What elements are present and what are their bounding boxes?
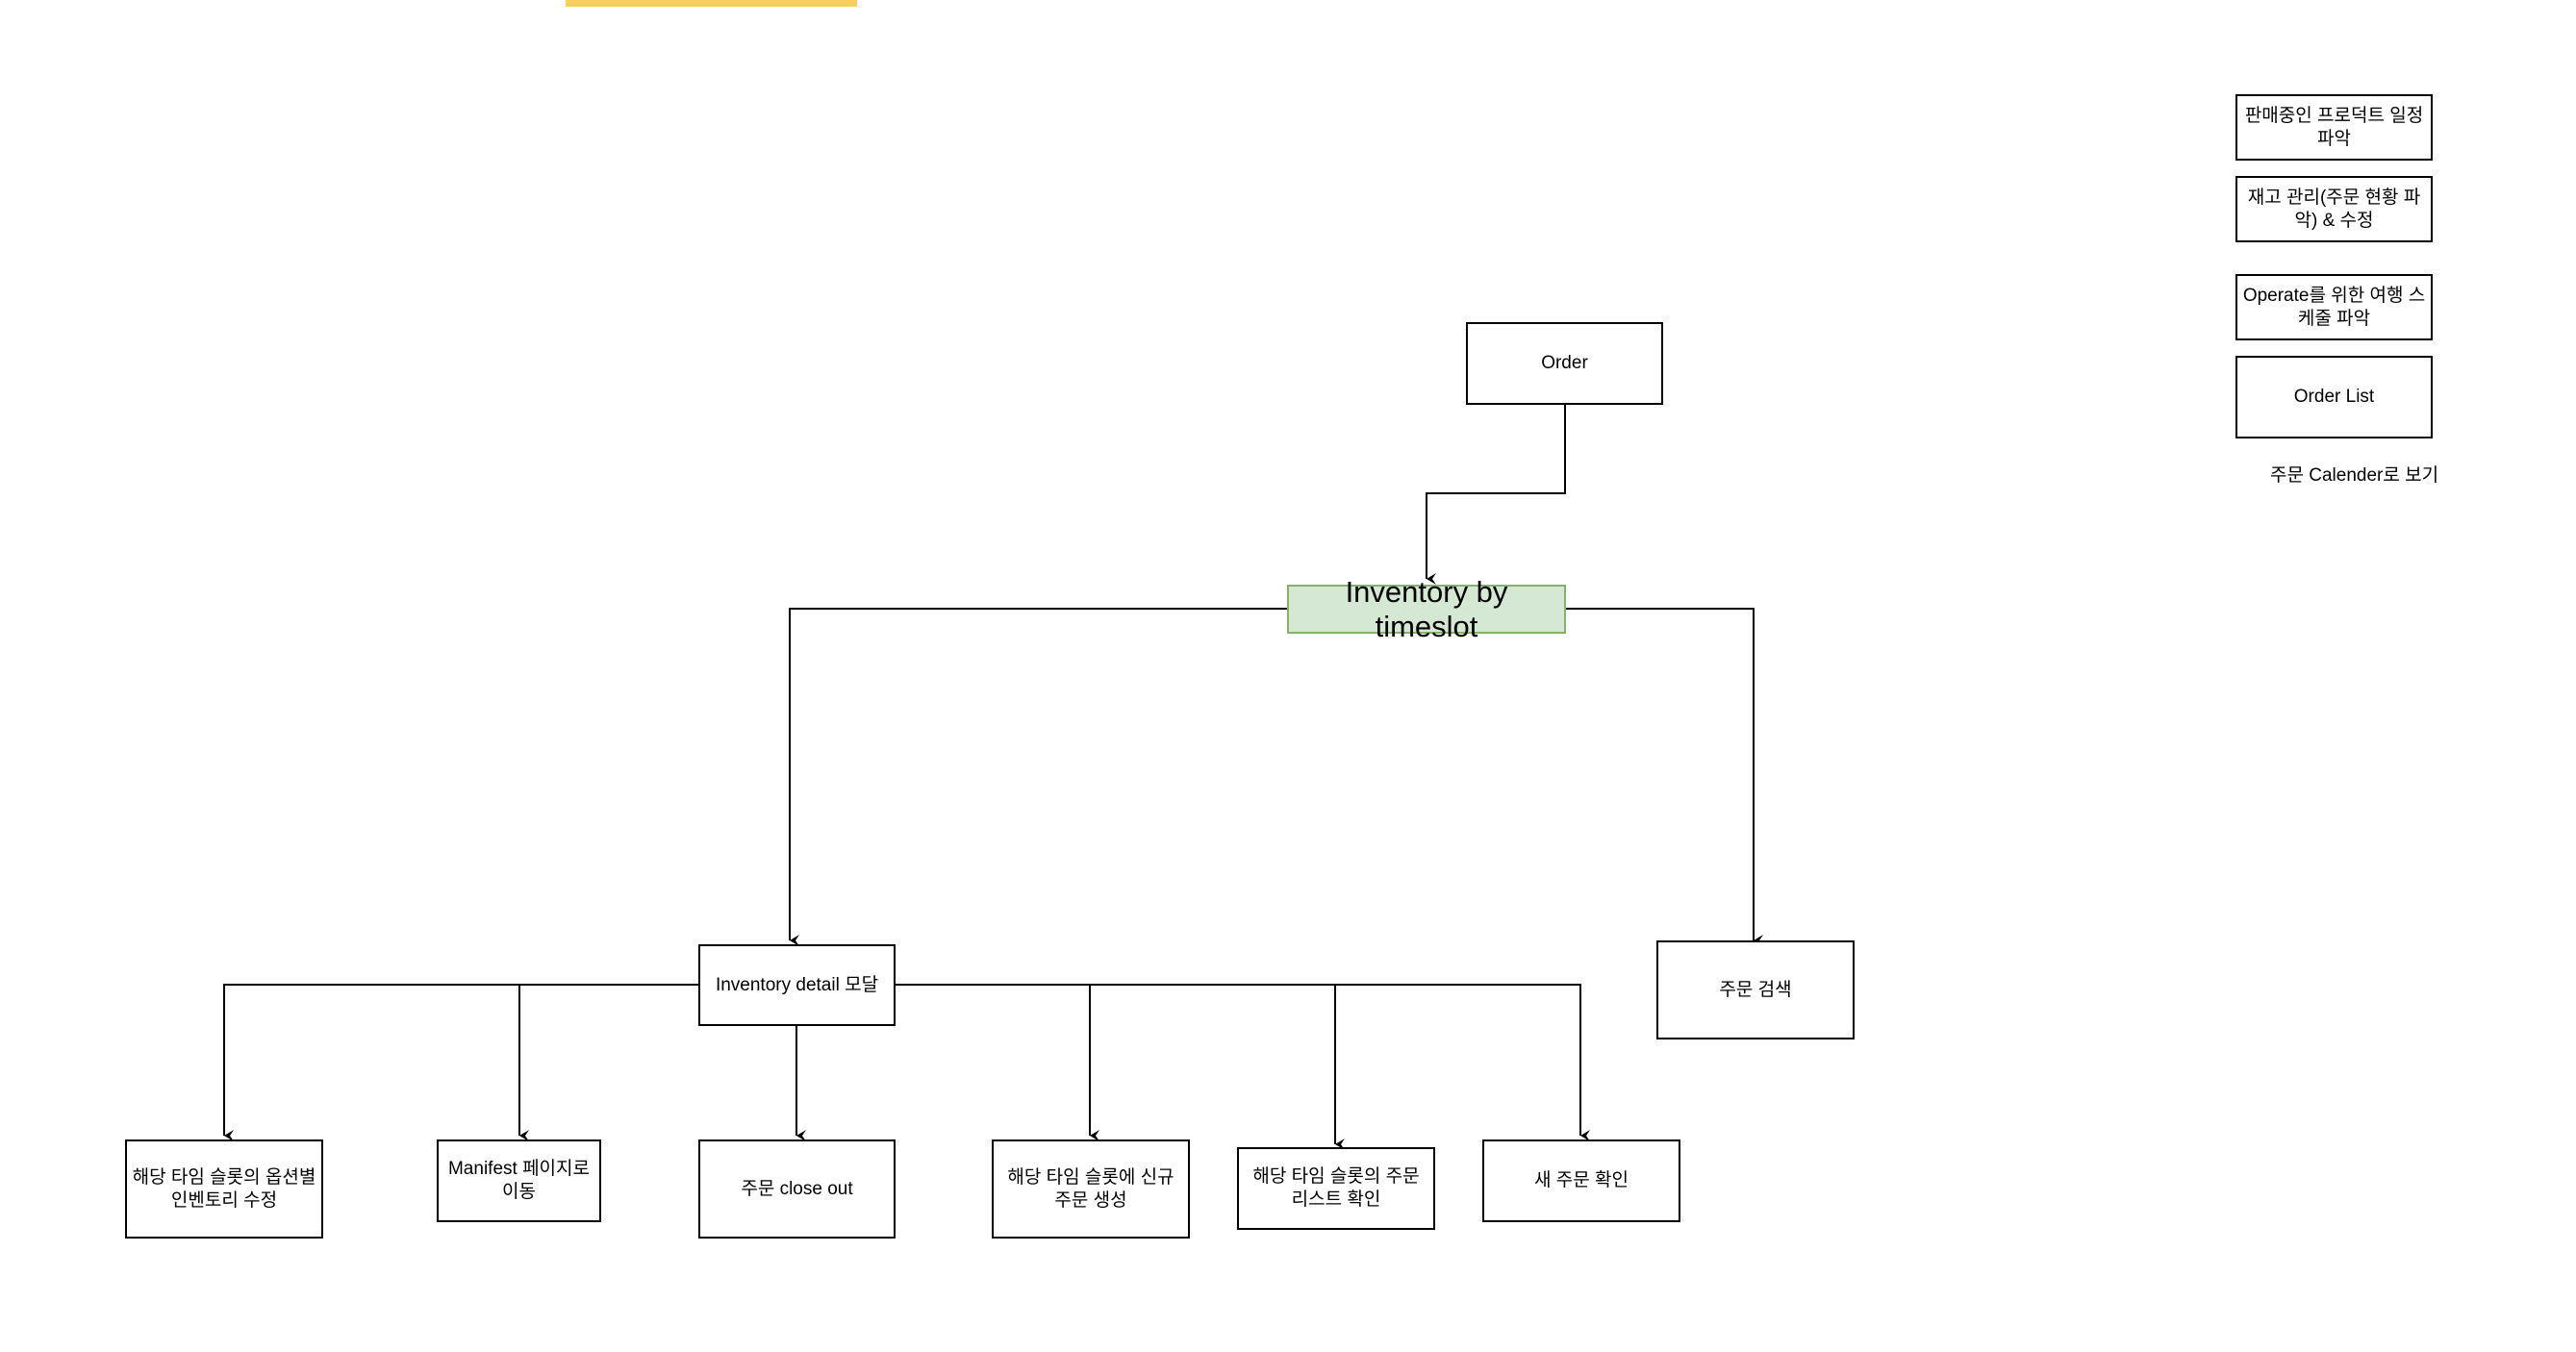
node-order-close-out[interactable]: 주문 close out [698,1139,896,1239]
node-inventory-detail-modal[interactable]: Inventory detail 모달 [698,944,896,1026]
side-item-product-schedule[interactable]: 판매중인 프로덕트 일정 파악 [2235,94,2433,161]
edge-inventory-to-search [1565,608,1763,946]
node-inventory-by-timeslot[interactable]: Inventory by timeslot [1287,575,1566,643]
node-order-search[interactable]: 주문 검색 [1656,940,1855,1039]
edge-detail-to-create-order [894,984,1099,1141]
node-check-order-list[interactable]: 해당 타임 슬롯의 주문 리스트 확인 [1237,1147,1435,1230]
top-accent-bar [566,0,857,7]
node-go-manifest[interactable]: Manifest 페이지로 이동 [437,1139,601,1222]
edge-detail-to-new-order [1335,984,1590,1141]
node-create-new-order[interactable]: 해당 타임 슬롯에 신규 주문 생성 [992,1139,1190,1239]
side-item-inventory-management[interactable]: 재고 관리(주문 현황 파악) & 수정 [2235,176,2433,242]
side-item-order-list[interactable]: Order List [2235,356,2433,438]
edge-detail-to-edit-option [223,984,698,1141]
side-note-calendar: 주문 Calender로 보기 [2270,465,2439,486]
node-edit-option-inventory[interactable]: 해당 타임 슬롯의 옵션별 인벤토리 수정 [125,1139,323,1239]
node-order[interactable]: Order [1466,322,1663,405]
edge-order-to-inventory [1426,405,1566,585]
edge-detail-to-order-list [1090,984,1345,1150]
node-check-new-order[interactable]: 새 주문 확인 [1482,1139,1680,1222]
edge-inventory-to-detail [789,608,1287,946]
side-item-tour-schedule[interactable]: Operate를 위한 여행 스케줄 파악 [2235,274,2433,340]
